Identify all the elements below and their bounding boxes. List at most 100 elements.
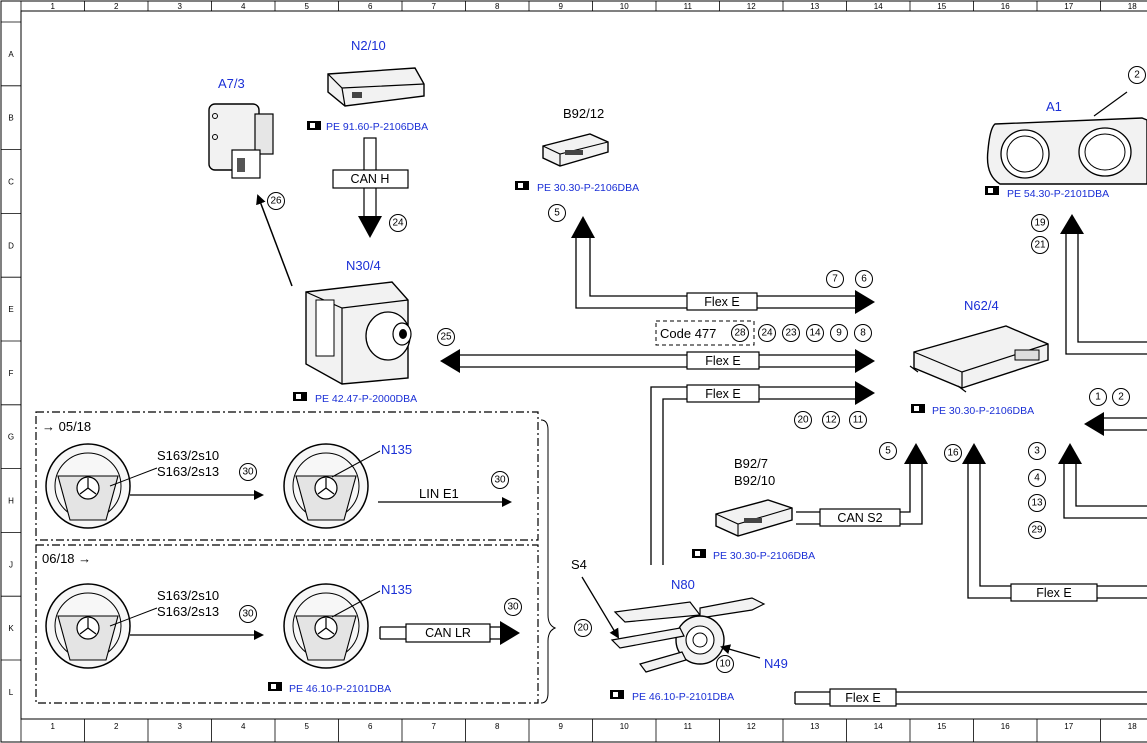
label-s163-top-1: S163/2s10 [157, 448, 219, 463]
marker-30c: 30 [239, 605, 257, 623]
row-tick-label: G [8, 433, 14, 442]
column-tick-label: 18 [1128, 2, 1137, 11]
svg-text:13: 13 [1031, 498, 1043, 509]
marker-12: 12 [822, 411, 840, 429]
svg-text:21: 21 [1034, 240, 1046, 251]
column-tick-label: 9 [559, 722, 564, 731]
label-b92-10: B92/10 [734, 473, 775, 488]
svg-text:23: 23 [785, 328, 797, 339]
svg-text:24: 24 [761, 328, 773, 339]
label-n30-4: N30/4 [346, 258, 381, 273]
module-b92-7[interactable] [715, 499, 793, 537]
switch-n80[interactable] [610, 597, 766, 673]
marker-24b: 24 [758, 324, 776, 342]
flex-e-label-1: Flex E [704, 295, 739, 309]
steering-wheel-2[interactable] [283, 443, 369, 529]
ref-n80: PE 46.10-P-2101DBA [632, 691, 734, 703]
flex-e-box-1 [686, 292, 758, 311]
marker-1: 1 [1089, 388, 1107, 406]
column-tick-label: 1 [51, 722, 56, 731]
column-tick-label: 2 [114, 2, 119, 11]
module-a7-3[interactable] [208, 103, 274, 179]
flex-e-box-3 [686, 384, 760, 403]
marker-13: 13 [1028, 494, 1046, 512]
column-tick-label: 13 [810, 2, 819, 11]
code-477-box [655, 320, 755, 346]
section-top-label: → 05/18 [42, 419, 91, 434]
marker-19: 19 [1031, 214, 1049, 232]
svg-text:12: 12 [825, 415, 837, 426]
svg-text:14: 14 [809, 328, 821, 339]
marker-2: 2 [1112, 388, 1130, 406]
column-tick-label: 2 [114, 722, 119, 731]
steering-wheel-3[interactable] [45, 583, 131, 669]
marker-20b: 20 [574, 619, 592, 637]
column-tick-label: 6 [368, 722, 373, 731]
label-n135-top: N135 [381, 442, 412, 457]
marker-29: 29 [1028, 521, 1046, 539]
label-n135-bottom: N135 [381, 582, 412, 597]
steering-wheel-1[interactable] [45, 443, 131, 529]
can-lr-box [405, 623, 491, 643]
marker-20a: 20 [794, 411, 812, 429]
module-n30-4[interactable] [305, 281, 412, 385]
marker-30b: 30 [491, 471, 509, 489]
book-icon [293, 392, 307, 401]
svg-text:29: 29 [1031, 525, 1043, 536]
can-s2-label: CAN S2 [837, 511, 882, 525]
label-s163-bot-2: S163/2s13 [157, 604, 219, 619]
column-tick-label: 9 [559, 2, 564, 11]
marker-30a: 30 [239, 463, 257, 481]
column-tick-label: 16 [1001, 722, 1010, 731]
arrow-into-n62-4 [1084, 412, 1104, 436]
column-tick-label: 7 [432, 722, 437, 731]
row-tick-label: L [9, 688, 14, 697]
svg-text:11: 11 [853, 415, 864, 426]
ref-n2-10: PE 91.60-P-2106DBA [326, 121, 428, 133]
column-tick-label: 6 [368, 2, 373, 11]
column-tick-label: 12 [747, 2, 756, 11]
module-n2-10[interactable] [327, 67, 425, 107]
marker-7: 7 [826, 270, 844, 288]
label-s4: S4 [571, 557, 587, 572]
ref-n62-4: PE 30.30-P-2106DBA [932, 405, 1034, 417]
flex-e-box-5 [829, 688, 897, 707]
steering-wheel-4[interactable] [283, 583, 369, 669]
svg-text:8: 8 [860, 328, 866, 339]
section-bottom-label: 06/18 → [42, 551, 91, 566]
column-tick-label: 5 [305, 2, 310, 11]
book-icon [911, 404, 925, 413]
arrow-to-b92-12 [571, 216, 595, 238]
column-tick-label: 3 [178, 722, 183, 731]
arrow-to-a1 [1060, 214, 1084, 234]
svg-text:3: 3 [1034, 446, 1040, 457]
row-tick-label: J [9, 560, 13, 569]
ref-a1: PE 54.30-P-2101DBA [1007, 188, 1109, 200]
column-tick-label: 17 [1064, 722, 1073, 731]
book-icon [307, 121, 321, 130]
label-n80: N80 [671, 577, 695, 592]
book-icon [692, 549, 706, 558]
can-lr-label: CAN LR [425, 626, 471, 640]
row-tick-label: B [8, 114, 13, 123]
flex-e-label-4: Flex E [1036, 586, 1071, 600]
marker-4: 4 [1028, 469, 1046, 487]
column-tick-label: 5 [305, 722, 310, 731]
marker-2-top: 2 [1128, 66, 1146, 84]
label-n62-4: N62/4 [964, 298, 999, 313]
row-tick-label: C [8, 178, 14, 187]
svg-text:5: 5 [885, 446, 891, 457]
column-tick-label: 4 [241, 2, 246, 11]
cluster-a1[interactable] [986, 117, 1147, 185]
column-tick-label: 3 [178, 2, 183, 11]
module-n62-4[interactable] [909, 325, 1049, 393]
marker-21: 21 [1031, 236, 1049, 254]
arrow-flex-e-3 [855, 381, 875, 405]
label-s163-bot-1: S163/2s10 [157, 588, 219, 603]
module-b92-12[interactable] [542, 133, 609, 167]
arrow-can-s2 [904, 443, 928, 464]
svg-text:6: 6 [861, 274, 867, 285]
